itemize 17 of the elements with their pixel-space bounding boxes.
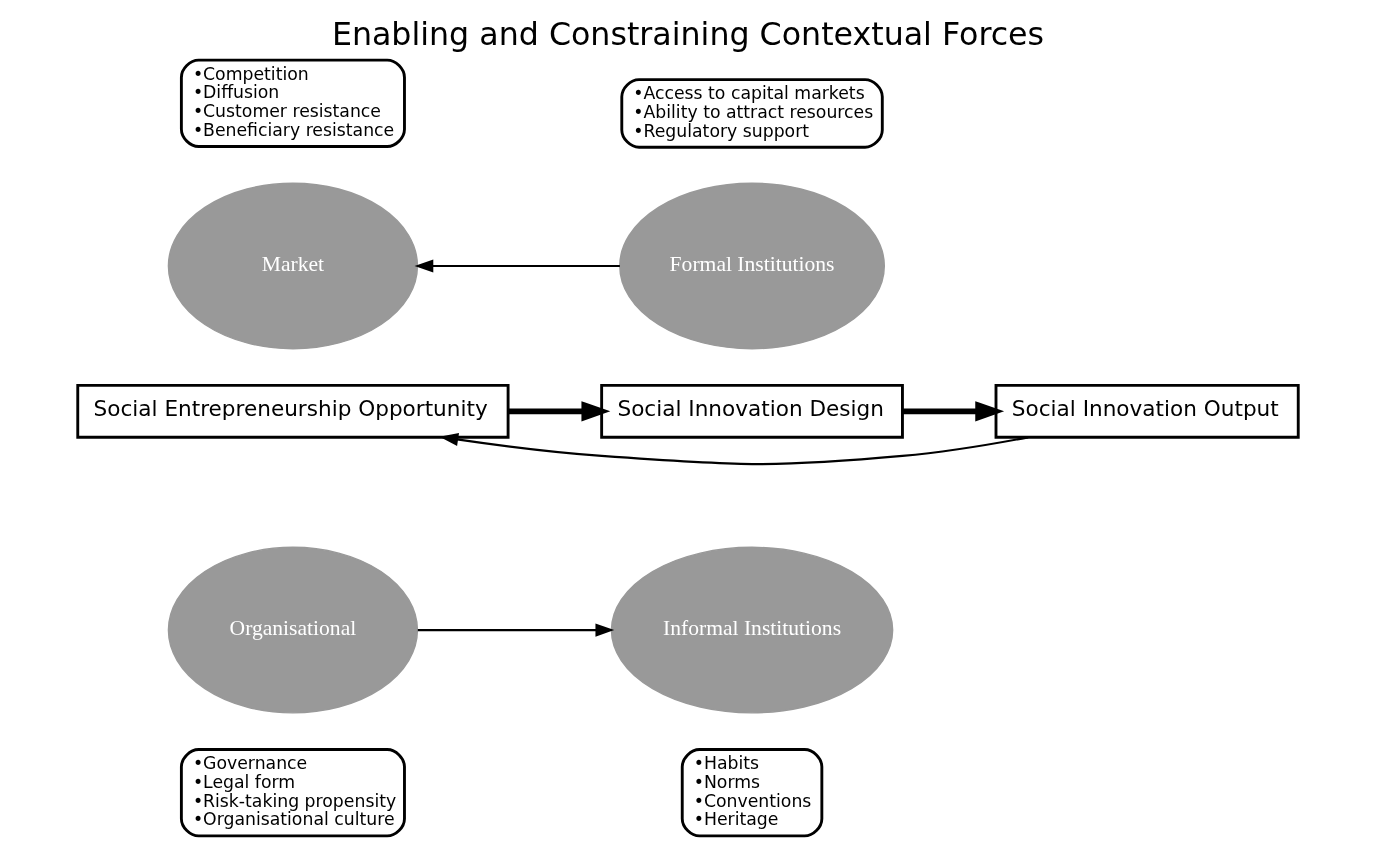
node-ellipse: Organisational	[167, 546, 419, 714]
arrow	[439, 433, 1029, 466]
arrow	[508, 401, 611, 422]
diagram-title: Enabling and Constraining Contextual Forces	[331, 16, 1045, 53]
arrow	[902, 401, 1005, 422]
node-box: Social Innovation Design	[600, 384, 904, 439]
node-ellipse: Informal Institutions	[610, 546, 894, 714]
node-box: •Governance •Legal form •Risk-taking propensity •Organisational culture	[179, 748, 406, 838]
node-box: Social Entrepreneurship Opportunity	[76, 384, 510, 439]
node-box: •Habits •Norms •Conventions •Heritage	[680, 748, 824, 838]
node-box: •Competition •Diffusion •Customer resistance •Beneficiary resistance	[179, 58, 406, 148]
node-box: •Access to capital markets •Ability to attract resources •Regulatory support	[620, 78, 884, 149]
arrow	[417, 623, 615, 637]
node-ellipse: Formal Institutions	[619, 182, 885, 350]
arrow	[414, 259, 620, 273]
node-ellipse: Market	[167, 182, 419, 350]
node-box: Social Innovation Output	[994, 384, 1300, 439]
